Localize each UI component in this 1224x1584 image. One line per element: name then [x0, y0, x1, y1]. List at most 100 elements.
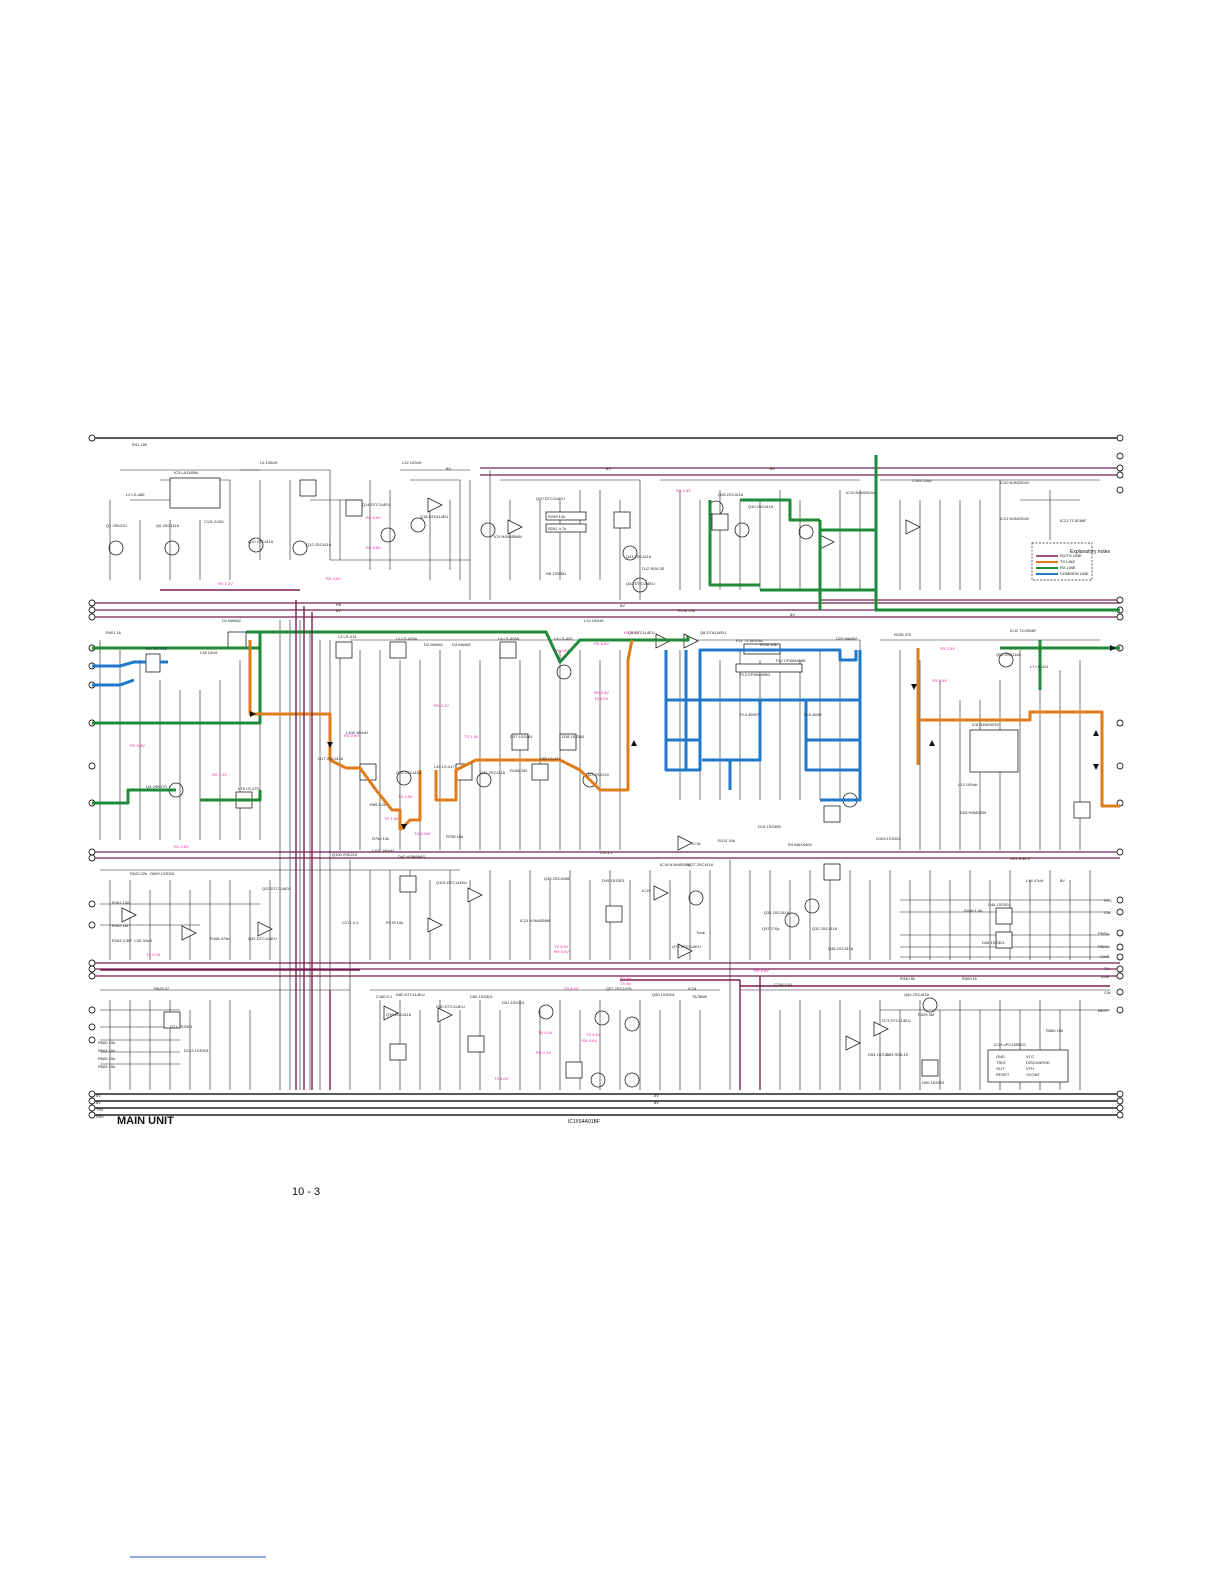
svg-text:IC24: IC24 — [688, 986, 697, 991]
svg-text:Q100 2SK210: Q100 2SK210 — [332, 852, 358, 857]
svg-text:RX 5.0V: RX 5.0V — [366, 515, 381, 520]
svg-text:D37 1SS361: D37 1SS361 — [510, 734, 533, 739]
svg-text:D93 1SS133: D93 1SS133 — [868, 1052, 891, 1057]
unit-title: MAIN UNIT — [117, 1115, 174, 1127]
svg-text:TRIG: TRIG — [996, 1060, 1006, 1065]
svg-text:R620 22k: R620 22k — [130, 871, 147, 876]
svg-text:R664 10k: R664 10k — [98, 1048, 115, 1053]
svg-text:TX 1.5V: TX 1.5V — [384, 816, 399, 821]
svg-text:D51 1SS301: D51 1SS301 — [502, 1000, 525, 1005]
svg-text:TX 1.5V: TX 1.5V — [464, 734, 479, 739]
svg-text:R163 3.3M: R163 3.3M — [112, 938, 132, 943]
legend-entry: COMMON LINE — [1060, 571, 1089, 576]
svg-text:R235 470: R235 470 — [894, 632, 912, 637]
svg-text:R268 1.0k: R268 1.0k — [964, 908, 982, 913]
svg-text:IC21 NJM4558M: IC21 NJM4558M — [520, 918, 550, 923]
svg-text:L47 LS-431: L47 LS-431 — [146, 646, 167, 651]
svg-text:RX 5.0V: RX 5.0V — [624, 630, 639, 635]
svg-text:IC19: IC19 — [642, 888, 651, 893]
svg-text:D73 DTC114EU: D73 DTC114EU — [882, 1018, 911, 1023]
svg-text:8V: 8V — [96, 1100, 101, 1105]
svg-text:FL3 CFWM455G: FL3 CFWM455G — [740, 672, 770, 677]
svg-text:IC18: IC18 — [692, 841, 701, 846]
svg-text:IC20 NJM2904V: IC20 NJM2904V — [1000, 480, 1030, 485]
svg-text:R113 10k: R113 10k — [718, 838, 735, 843]
svg-text:C236 0.01: C236 0.01 — [774, 982, 793, 987]
svg-text:D13 1SS355: D13 1SS355 — [758, 824, 781, 829]
svg-text:Q17 2SC4116: Q17 2SC4116 — [318, 756, 344, 761]
svg-text:L13 100uH: L13 100uH — [958, 782, 978, 787]
svg-text:R176 10k: R176 10k — [386, 920, 403, 925]
svg-text:R330 8k: R330 8k — [900, 976, 915, 981]
legend-box — [1031, 542, 1093, 581]
svg-text:PSKA: PSKA — [1098, 944, 1109, 949]
svg-text:Q9 DTC114EU: Q9 DTC114EU — [628, 630, 655, 635]
svg-text:L2 LS-466: L2 LS-466 — [126, 492, 145, 497]
svg-text:8V: 8V — [336, 608, 341, 613]
svg-text:Q60 1SS301: Q60 1SS301 — [652, 992, 676, 997]
svg-text:Q8 DTA114EU: Q8 DTA114EU — [700, 630, 726, 635]
flow-arrows — [250, 645, 1116, 830]
svg-text:TX 1.8V: TX 1.8V — [398, 794, 413, 799]
svg-text:D629 1SS301: D629 1SS301 — [150, 871, 176, 876]
svg-text:D213 1SS301: D213 1SS301 — [184, 1048, 210, 1053]
svg-text:D1 MA862: D1 MA862 — [222, 618, 242, 623]
svg-text:Q64 2SC4116: Q64 2SC4116 — [904, 992, 930, 997]
svg-text:Q22 DTC114EU: Q22 DTC114EU — [262, 886, 291, 891]
svg-text:IC11 TC4S66F: IC11 TC4S66F — [1010, 628, 1037, 633]
power-rails — [92, 467, 1120, 977]
rail-lines — [92, 437, 1120, 1116]
svg-text:VTH: VTH — [1026, 1066, 1034, 1071]
svg-text:PFC: PFC — [1104, 898, 1112, 903]
svg-text:8V: 8V — [446, 466, 451, 471]
tx-line — [248, 639, 1120, 832]
svg-text:L10 100uH: L10 100uH — [584, 618, 604, 623]
svg-text:Q20 DTC114EU: Q20 DTC114EU — [536, 496, 565, 501]
svg-text:TX 0.34V: TX 0.34V — [414, 831, 431, 836]
svg-text:L6 LS-428A: L6 LS-428A — [498, 636, 519, 641]
svg-text:R261 4.7k: R261 4.7k — [548, 526, 566, 531]
svg-text:D109 1SS301: D109 1SS301 — [876, 836, 902, 841]
svg-text:RX 0.3V: RX 0.3V — [130, 743, 145, 748]
svg-text:Q36 2SC4096: Q36 2SC4096 — [544, 876, 570, 881]
svg-text:R110 10k: R110 10k — [760, 642, 777, 647]
legend-entry: RX/TX LINE — [1060, 553, 1082, 558]
svg-text:R666 10k: R666 10k — [98, 1064, 115, 1069]
svg-text:IC21 NJM2904V: IC21 NJM2904V — [1000, 516, 1030, 521]
svg-text:R168 470k: R168 470k — [210, 936, 229, 941]
svg-text:Q19 2SC4116: Q19 2SC4116 — [396, 770, 422, 775]
svg-text:8V: 8V — [1060, 878, 1065, 883]
svg-text:IC16 NJM4558M: IC16 NJM4558M — [660, 862, 690, 867]
svg-text:VCONT: VCONT — [1026, 1072, 1041, 1077]
svg-text:Tune: Tune — [1100, 974, 1110, 979]
svg-text:VCC: VCC — [1026, 1054, 1035, 1059]
svg-text:Q10 2SC4116: Q10 2SC4116 — [248, 539, 274, 544]
svg-text:R8: R8 — [336, 602, 342, 607]
svg-text:C571 1: C571 1 — [600, 850, 614, 855]
svg-text:D49 1SS301: D49 1SS301 — [602, 878, 625, 883]
svg-text:C171 0.1: C171 0.1 — [342, 920, 359, 925]
svg-text:Q41 2SC4116: Q41 2SC4116 — [626, 554, 652, 559]
svg-text:R625 47: R625 47 — [154, 986, 170, 991]
svg-text:Q27 2SC4116: Q27 2SC4116 — [688, 862, 714, 867]
svg-text:TX 4.0V: TX 4.0V — [586, 1032, 601, 1037]
ic-blocks — [169, 477, 1069, 1083]
svg-text:5V: 5V — [654, 1093, 659, 1098]
svg-text:CW: CW — [1104, 990, 1111, 995]
svg-text:RX 2.0V: RX 2.0V — [676, 488, 691, 493]
svg-text:RX 0.5V: RX 0.5V — [344, 733, 359, 738]
svg-text:RX 3.5V: RX 3.5V — [594, 690, 609, 695]
svg-text:R756 18k: R756 18k — [446, 834, 463, 839]
svg-text:IC23 uPC1555G2: IC23 uPC1555G2 — [994, 1042, 1026, 1047]
svg-text:R5V: R5V — [96, 1114, 104, 1119]
svg-text:RX 2.0V: RX 2.0V — [932, 678, 947, 683]
svg-text:CWK: CWK — [1100, 954, 1110, 959]
svg-text:TX 4.0V: TX 4.0V — [494, 1076, 509, 1081]
left-connectors — [88, 434, 96, 1119]
svg-text:R401 1k: R401 1k — [106, 630, 121, 635]
svg-text:TX: TX — [1104, 966, 1109, 971]
transistor-symbols — [108, 500, 1014, 1088]
svg-text:PSRA: PSRA — [1098, 931, 1109, 936]
